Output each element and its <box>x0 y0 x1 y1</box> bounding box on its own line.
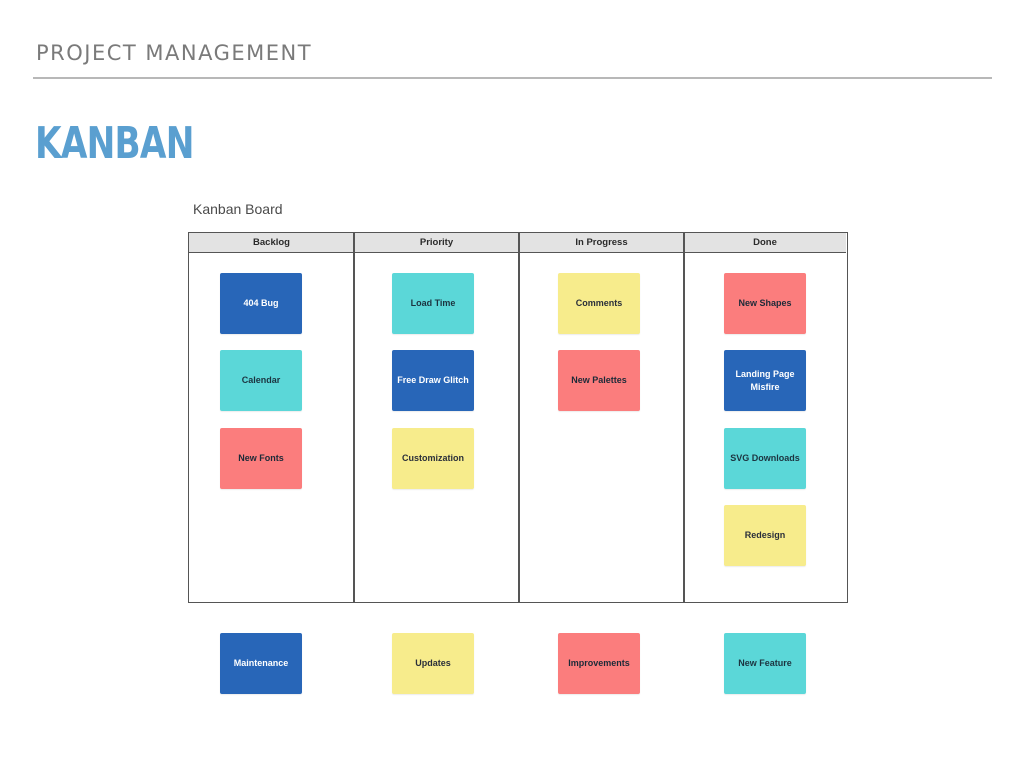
board-caption: Kanban Board <box>193 201 283 217</box>
legend-improvements: Improvements <box>558 633 640 694</box>
section-label: PROJECT MANAGEMENT <box>36 41 313 65</box>
header-divider <box>33 77 992 79</box>
card-calendar[interactable]: Calendar <box>220 350 302 411</box>
card-comments[interactable]: Comments <box>558 273 640 334</box>
legend-new-feature: New Feature <box>724 633 806 694</box>
column-divider <box>518 233 520 602</box>
card-redesign[interactable]: Redesign <box>724 505 806 566</box>
column-header-backlog: Backlog <box>189 233 354 253</box>
card-landing-page-misfire[interactable]: Landing Page Misfire <box>724 350 806 411</box>
card-customization[interactable]: Customization <box>392 428 474 489</box>
column-header-in-progress: In Progress <box>519 233 684 253</box>
card-new-palettes[interactable]: New Palettes <box>558 350 640 411</box>
card-load-time[interactable]: Load Time <box>392 273 474 334</box>
column-header-priority: Priority <box>354 233 519 253</box>
legend-updates: Updates <box>392 633 474 694</box>
card-404-bug[interactable]: 404 Bug <box>220 273 302 334</box>
column-divider <box>683 233 685 602</box>
kanban-board: Backlog Priority In Progress Done <box>188 232 848 603</box>
card-free-draw-glitch[interactable]: Free Draw Glitch <box>392 350 474 411</box>
legend-maintenance: Maintenance <box>220 633 302 694</box>
card-svg-downloads[interactable]: SVG Downloads <box>724 428 806 489</box>
card-new-shapes[interactable]: New Shapes <box>724 273 806 334</box>
column-header-done: Done <box>684 233 846 253</box>
card-new-fonts[interactable]: New Fonts <box>220 428 302 489</box>
page-title: KANBAN <box>35 118 194 169</box>
column-divider <box>353 233 355 602</box>
